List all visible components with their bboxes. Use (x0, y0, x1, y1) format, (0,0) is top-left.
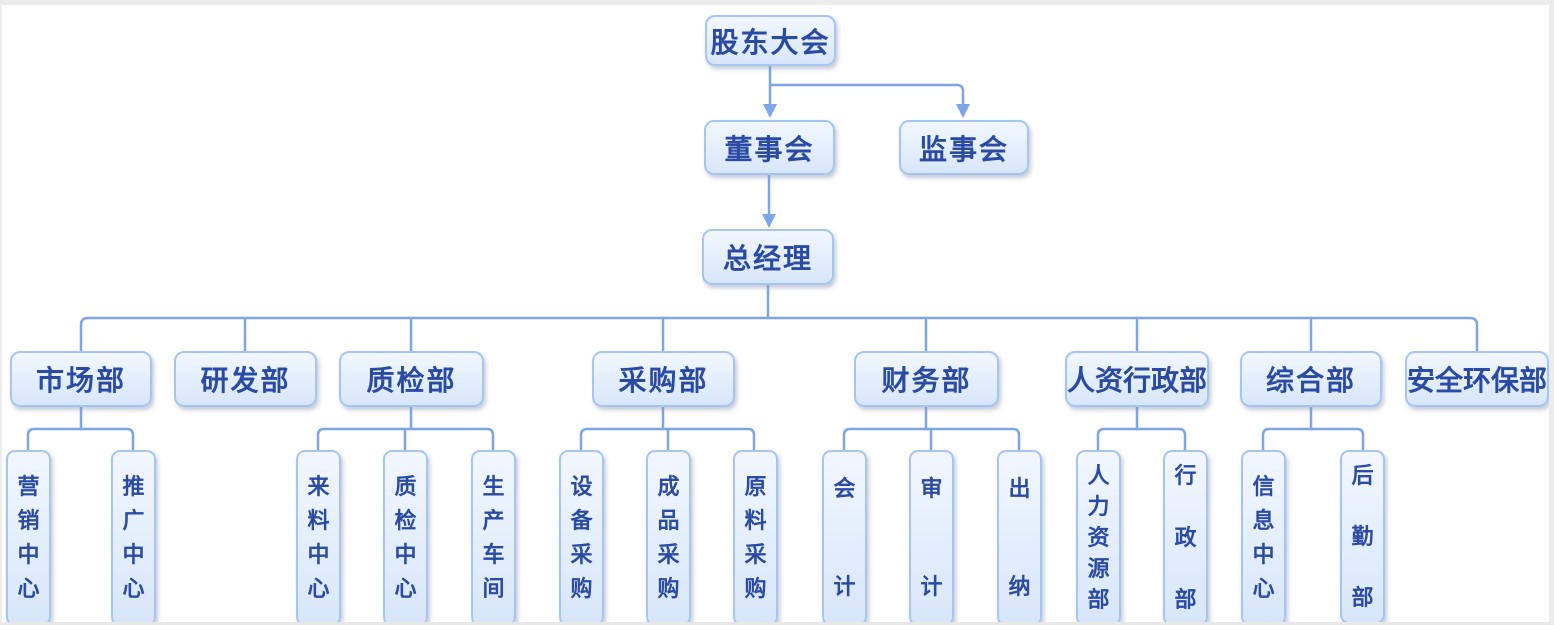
unit-administration: 行政部 (1163, 450, 1208, 622)
node-label: 综合部 (1265, 366, 1356, 397)
node-label: 董事会 (724, 134, 815, 166)
arrowhead-gm (762, 214, 776, 228)
node-label: 成品采购 (657, 474, 680, 601)
node-board-of-directors: 董事会 (704, 120, 835, 175)
unit-equipment-purchasing: 设备采购 (559, 450, 604, 622)
node-label: 营销中心 (17, 474, 40, 601)
dept-hr-admin: 人资行政部 (1065, 351, 1209, 407)
node-label: 设备采购 (570, 474, 593, 601)
unit-cashier: 出纳 (997, 450, 1042, 622)
unit-sales-center: 营销中心 (6, 450, 51, 622)
node-label: 市场部 (35, 366, 126, 397)
node-shareholders-meeting: 股东大会 (705, 15, 836, 66)
node-label: 质检中心 (394, 474, 417, 601)
node-label: 安全环保部 (1407, 366, 1548, 397)
dept-safety-environment: 安全环保部 (1405, 351, 1549, 407)
node-label: 监事会 (918, 134, 1009, 166)
dept-general-affairs: 综合部 (1240, 351, 1382, 407)
connector-quality-children (316, 407, 495, 450)
node-label: 会计 (833, 476, 856, 599)
unit-quality-inspection-center: 质检中心 (383, 450, 428, 622)
node-label: 出纳 (1008, 476, 1031, 599)
node-supervisory-board: 监事会 (899, 120, 1029, 175)
unit-logistics: 后勤部 (1340, 450, 1385, 622)
node-label: 来料中心 (307, 474, 330, 601)
dept-quality-inspection: 质检部 (339, 351, 484, 407)
unit-accounting: 会计 (822, 450, 867, 622)
node-label: 原料采购 (744, 474, 767, 601)
connector-marketing-children (26, 407, 135, 450)
node-label: 行政部 (1174, 463, 1197, 612)
unit-promotion-center: 推广中心 (111, 450, 156, 622)
arrowhead-supervisory (956, 104, 970, 118)
unit-audit: 审计 (909, 450, 954, 622)
unit-raw-materials-purchasing: 原料采购 (733, 450, 778, 622)
dept-marketing: 市场部 (10, 351, 152, 407)
node-label: 股东大会 (710, 27, 831, 59)
node-label: 人力资源部 (1087, 463, 1110, 612)
connector-finance-children (842, 407, 1021, 450)
node-label: 人资行政部 (1067, 366, 1208, 397)
node-label: 审计 (920, 476, 943, 599)
node-label: 生产车间 (482, 474, 505, 601)
unit-information-center: 信息中心 (1241, 450, 1286, 622)
unit-production-workshop: 生产车间 (471, 450, 516, 622)
connector-lines (26, 66, 1479, 450)
node-label: 推广中心 (122, 474, 145, 601)
dept-purchasing: 采购部 (592, 351, 735, 407)
dept-finance: 财务部 (854, 351, 999, 407)
unit-finished-goods-purchasing: 成品采购 (646, 450, 691, 622)
node-label: 后勤部 (1351, 463, 1374, 610)
connector-general-affairs-children (1261, 407, 1365, 450)
node-label: 采购部 (618, 366, 709, 397)
dept-rnd: 研发部 (174, 351, 317, 407)
node-general-manager: 总经理 (702, 229, 834, 285)
unit-human-resources: 人力资源部 (1076, 450, 1121, 622)
node-label: 研发部 (200, 366, 291, 397)
connector-root-to-supervisory (770, 83, 965, 104)
connector-purchasing-children (579, 407, 756, 450)
connector-department-bus (79, 316, 1479, 351)
node-label: 质检部 (366, 366, 457, 397)
unit-incoming-materials-center: 来料中心 (296, 450, 341, 622)
node-label: 总经理 (722, 244, 813, 275)
node-label: 财务部 (881, 366, 972, 397)
node-label: 信息中心 (1252, 474, 1275, 601)
arrowhead-board (763, 104, 777, 118)
connector-hr-admin-children (1096, 407, 1187, 450)
